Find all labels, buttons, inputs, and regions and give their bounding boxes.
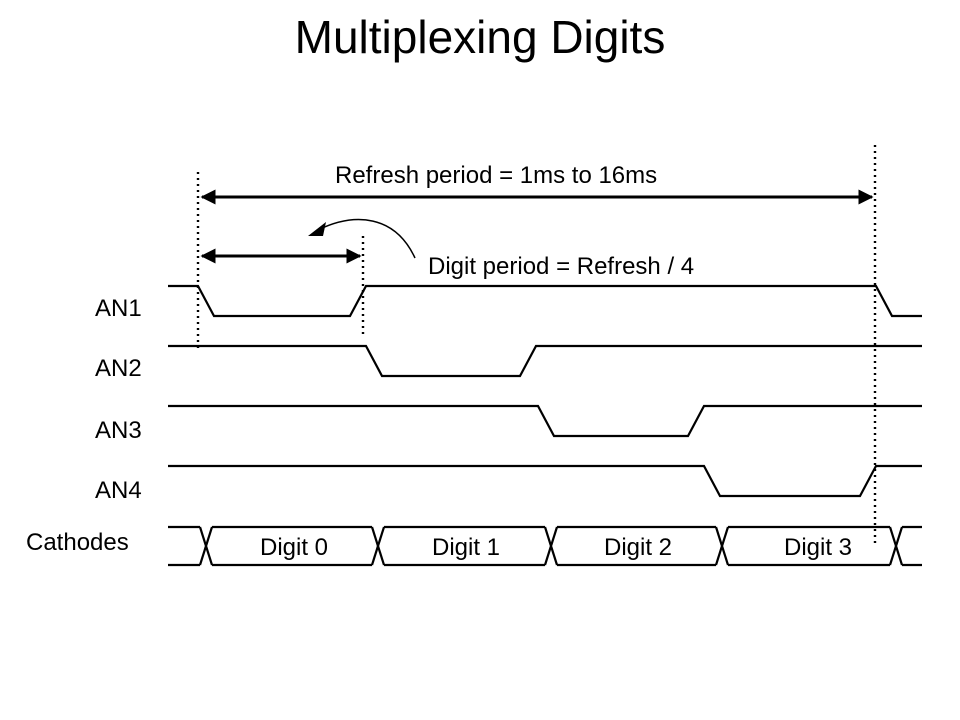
an1-waveform	[168, 284, 922, 318]
cathode-segment-digit-1: Digit 1	[432, 534, 500, 561]
signal-label-an4: AN4	[95, 477, 142, 504]
digit-period-label: Digit period = Refresh / 4	[428, 253, 694, 280]
page-title: Multiplexing Digits	[294, 11, 666, 63]
digit-period-pointer	[317, 218, 416, 259]
signal-label-an2: AN2	[95, 355, 142, 382]
cathode-segment-digit-0: Digit 0	[260, 534, 328, 561]
cathode-segment-digit-3: Digit 3	[784, 534, 852, 561]
cathodes-bus	[168, 525, 922, 567]
signal-label-cathodes: Cathodes	[26, 529, 129, 556]
digit-period-pointer-head	[308, 222, 326, 236]
an3-waveform	[168, 404, 922, 438]
signal-label-an3: AN3	[95, 417, 142, 444]
an2-waveform	[168, 344, 922, 378]
cathode-segment-digit-2: Digit 2	[604, 534, 672, 561]
refresh-period-label: Refresh period = 1ms to 16ms	[335, 162, 657, 189]
signal-label-an1: AN1	[95, 295, 142, 322]
an4-waveform	[168, 464, 922, 498]
